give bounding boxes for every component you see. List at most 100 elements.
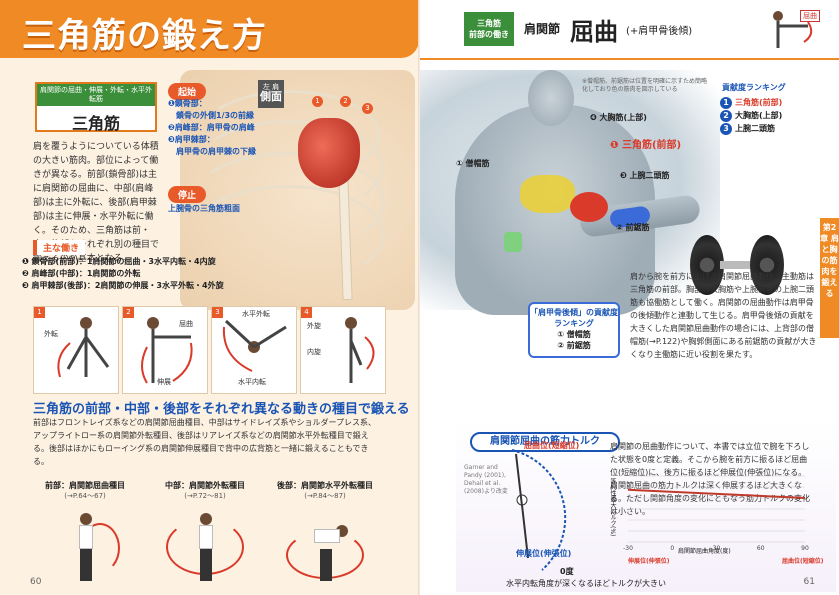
person-torso <box>79 525 93 549</box>
motion-label: 内旋 <box>307 348 321 356</box>
rank-name: 大胸筋(上部) <box>735 111 783 120</box>
chart-right-label: 屈曲位(短縮位) <box>782 558 824 565</box>
rank-number: 3 <box>720 123 732 135</box>
actions-heading: 主な働き <box>33 240 86 255</box>
motion-subtitle: (+肩甲骨後傾) <box>626 26 693 37</box>
rank-name: 三角筋(前部) <box>735 98 783 107</box>
title-band <box>0 0 419 58</box>
x-tick-label: 0 <box>670 545 674 552</box>
exercise-front: 前部：肩関節屈曲種目 (→P.64〜67) <box>30 480 140 585</box>
muscle-box: 肩関節の屈曲・伸展・外転・水平外転筋 三角筋 <box>35 82 157 133</box>
dumbbell-plate <box>690 235 724 295</box>
callout-biceps: ❸ 上腕二頭筋 <box>620 171 670 180</box>
action-item: ❶ 鎖骨部(前部)：1肩関節の屈曲・3水平内転・4内旋 <box>22 257 216 266</box>
rib <box>200 90 380 180</box>
deltoid-front <box>570 192 608 222</box>
motion-arc <box>80 523 120 573</box>
motion-label: 伸展 <box>157 378 171 386</box>
scapula-ranking-item: ② 前鋸筋 <box>557 341 591 350</box>
flexion-mini-illustration <box>773 11 813 48</box>
exercise-person-middle <box>160 505 250 585</box>
motion-figure-flexion: 2 屈曲 伸展 <box>122 306 208 394</box>
exercise-title: 前部：肩関節屈曲種目 <box>45 481 125 490</box>
exercise-title: 中部：肩関節外転種目 <box>165 481 245 490</box>
book-spine <box>418 0 421 595</box>
exercise-page-ref: (→P.72〜81) <box>184 492 226 500</box>
torque-line <box>627 488 806 499</box>
anatomy-illustration <box>420 70 784 315</box>
joint-name: 肩関節 <box>524 22 561 36</box>
chart-xlabel: 肩関節屈曲角度(度) <box>678 548 731 555</box>
chart-ylabel: 等尺性最大トルク(%) <box>609 478 616 537</box>
illustration-note: ※僧帽筋、前鋸筋は位置を明確に示すため簡略化しており色の筋肉を図示している <box>582 78 708 93</box>
origin-item: ❸肩甲棘部： <box>168 135 215 144</box>
origin-marker-2: 2 <box>340 96 351 107</box>
serratus-anterior <box>504 232 522 252</box>
torque-text: 肩関節の屈曲動作について、本書では立位で腕を下ろした状態を0度と定義。そこから腕… <box>610 442 810 516</box>
torque-title: 肩関節屈曲の筋力トルク <box>470 432 620 452</box>
scapula-ranking-title: 「肩甲骨後傾」の貢献度ランキング <box>530 308 618 328</box>
section-heading: 三角筋の前部・中部・後部をそれぞれ異なる動きの種目で鍛える <box>33 402 410 417</box>
scapula-ranking-box: 「肩甲骨後傾」の貢献度ランキング ① 僧帽筋 ② 前鋸筋 <box>528 302 620 358</box>
ranking-heading: 貢献度ランキング <box>722 83 786 92</box>
dumbbell <box>690 235 785 295</box>
person-legs <box>200 549 212 581</box>
origin-list: ❶鎖骨部： 鎖骨の外側1/3の前縁 ❷肩峰部：肩甲骨の肩峰 ❸肩甲棘部： 肩甲骨… <box>168 98 256 158</box>
person-legs <box>80 549 92 581</box>
dumbbell-plate <box>750 235 784 295</box>
x-tick-label: -30 <box>623 545 633 552</box>
rank-name: 上腕二頭筋 <box>735 124 775 133</box>
abduction-illustration <box>57 317 110 378</box>
origin-item: 肩甲骨の肩甲棘の下縁 <box>176 147 256 156</box>
figure-number: 4 <box>301 307 312 318</box>
origin-item: 鎖骨の外側1/3の前縁 <box>176 111 255 120</box>
actions-list: ❶ 鎖骨部(前部)：1肩関節の屈曲・3水平内転・4内旋 ❷ 肩峰部(中部)：1肩… <box>22 256 224 292</box>
scapula-ranking-item: ① 僧帽筋 <box>557 330 591 339</box>
origin-tag: 起始 <box>168 83 207 100</box>
arc-label-extended: 伸展位(伸張位) <box>516 549 572 558</box>
page-number: 60 <box>30 577 42 587</box>
callout-trapezius: ① 僧帽筋 <box>456 159 490 168</box>
x-tick-label: 30 <box>713 545 721 552</box>
x-tick-label: 90 <box>801 545 809 552</box>
action-item: ❷ 肩峰部(中部)：1肩関節の外転 <box>22 269 141 278</box>
callout-pec-upper: ❹ 大胸筋(上部) <box>590 113 647 122</box>
head-figure <box>528 70 574 126</box>
origin-marker-3: 3 <box>362 103 373 114</box>
motion-figure-rotation: 4 外旋 内旋 <box>300 306 386 394</box>
section-text: 前部はフロントレイズ系などの肩関節屈曲種目、中部はサイドレイズ系やショルダープレ… <box>33 418 377 466</box>
rank-number: 1 <box>720 97 732 109</box>
view-label: 左 肩 側面 <box>258 80 284 108</box>
exercise-title: 後部：肩関節水平外転種目 <box>277 481 373 490</box>
rib <box>194 120 384 215</box>
arc-label-zero: 0度 <box>560 567 574 576</box>
chapter-tab: 第2章 肩と胸の筋肉を鍛える <box>820 218 839 338</box>
motion-label: 水平外転 <box>242 310 270 318</box>
right-page: 三角筋 前部の働き 肩関節 屈曲 (+肩甲骨後傾) 屈曲 ※僧帽筋、前鋸筋は位置… <box>420 0 839 595</box>
left-page: 三角筋の鍛え方 1 2 3 肩関節の屈曲・伸展・外転・水平外転筋 三角筋 肩を覆… <box>0 0 419 595</box>
exercise-person-front <box>40 505 130 585</box>
motion-description: 肩から腕を前方に上げる肩関節屈曲動作。主動筋は三角筋の前部。胸部の大胸筋や上腕前… <box>630 272 817 359</box>
page-number: 61 <box>803 577 815 587</box>
figure-number: 1 <box>34 307 45 318</box>
flexion-illustration <box>141 317 193 384</box>
person-head <box>80 513 92 525</box>
chart-left-label: 伸展位(伸張位) <box>628 558 670 565</box>
exercise-person-rear <box>280 505 370 585</box>
exercise-middle: 中部：肩関節外転種目 (→P.72〜81) <box>150 480 260 585</box>
mini-motion-label: 屈曲 <box>800 10 820 22</box>
muscle-name: 三角筋 <box>71 114 120 133</box>
function-badge: 三角筋 前部の働き <box>464 12 514 46</box>
action-item: ❸ 肩甲棘部(後部)：2肩関節の伸展・3水平外転・4外旋 <box>22 281 224 290</box>
exercise-page-ref: (→P.84〜87) <box>304 492 346 500</box>
origin-item: ❶鎖骨部： <box>168 99 207 108</box>
figure-number: 3 <box>212 307 223 318</box>
callout-deltoid-front: ❶ 三角筋(前部) <box>610 140 682 151</box>
person-torso <box>314 529 340 543</box>
origin-item: ❷肩峰部：肩甲骨の肩峰 <box>168 123 255 132</box>
